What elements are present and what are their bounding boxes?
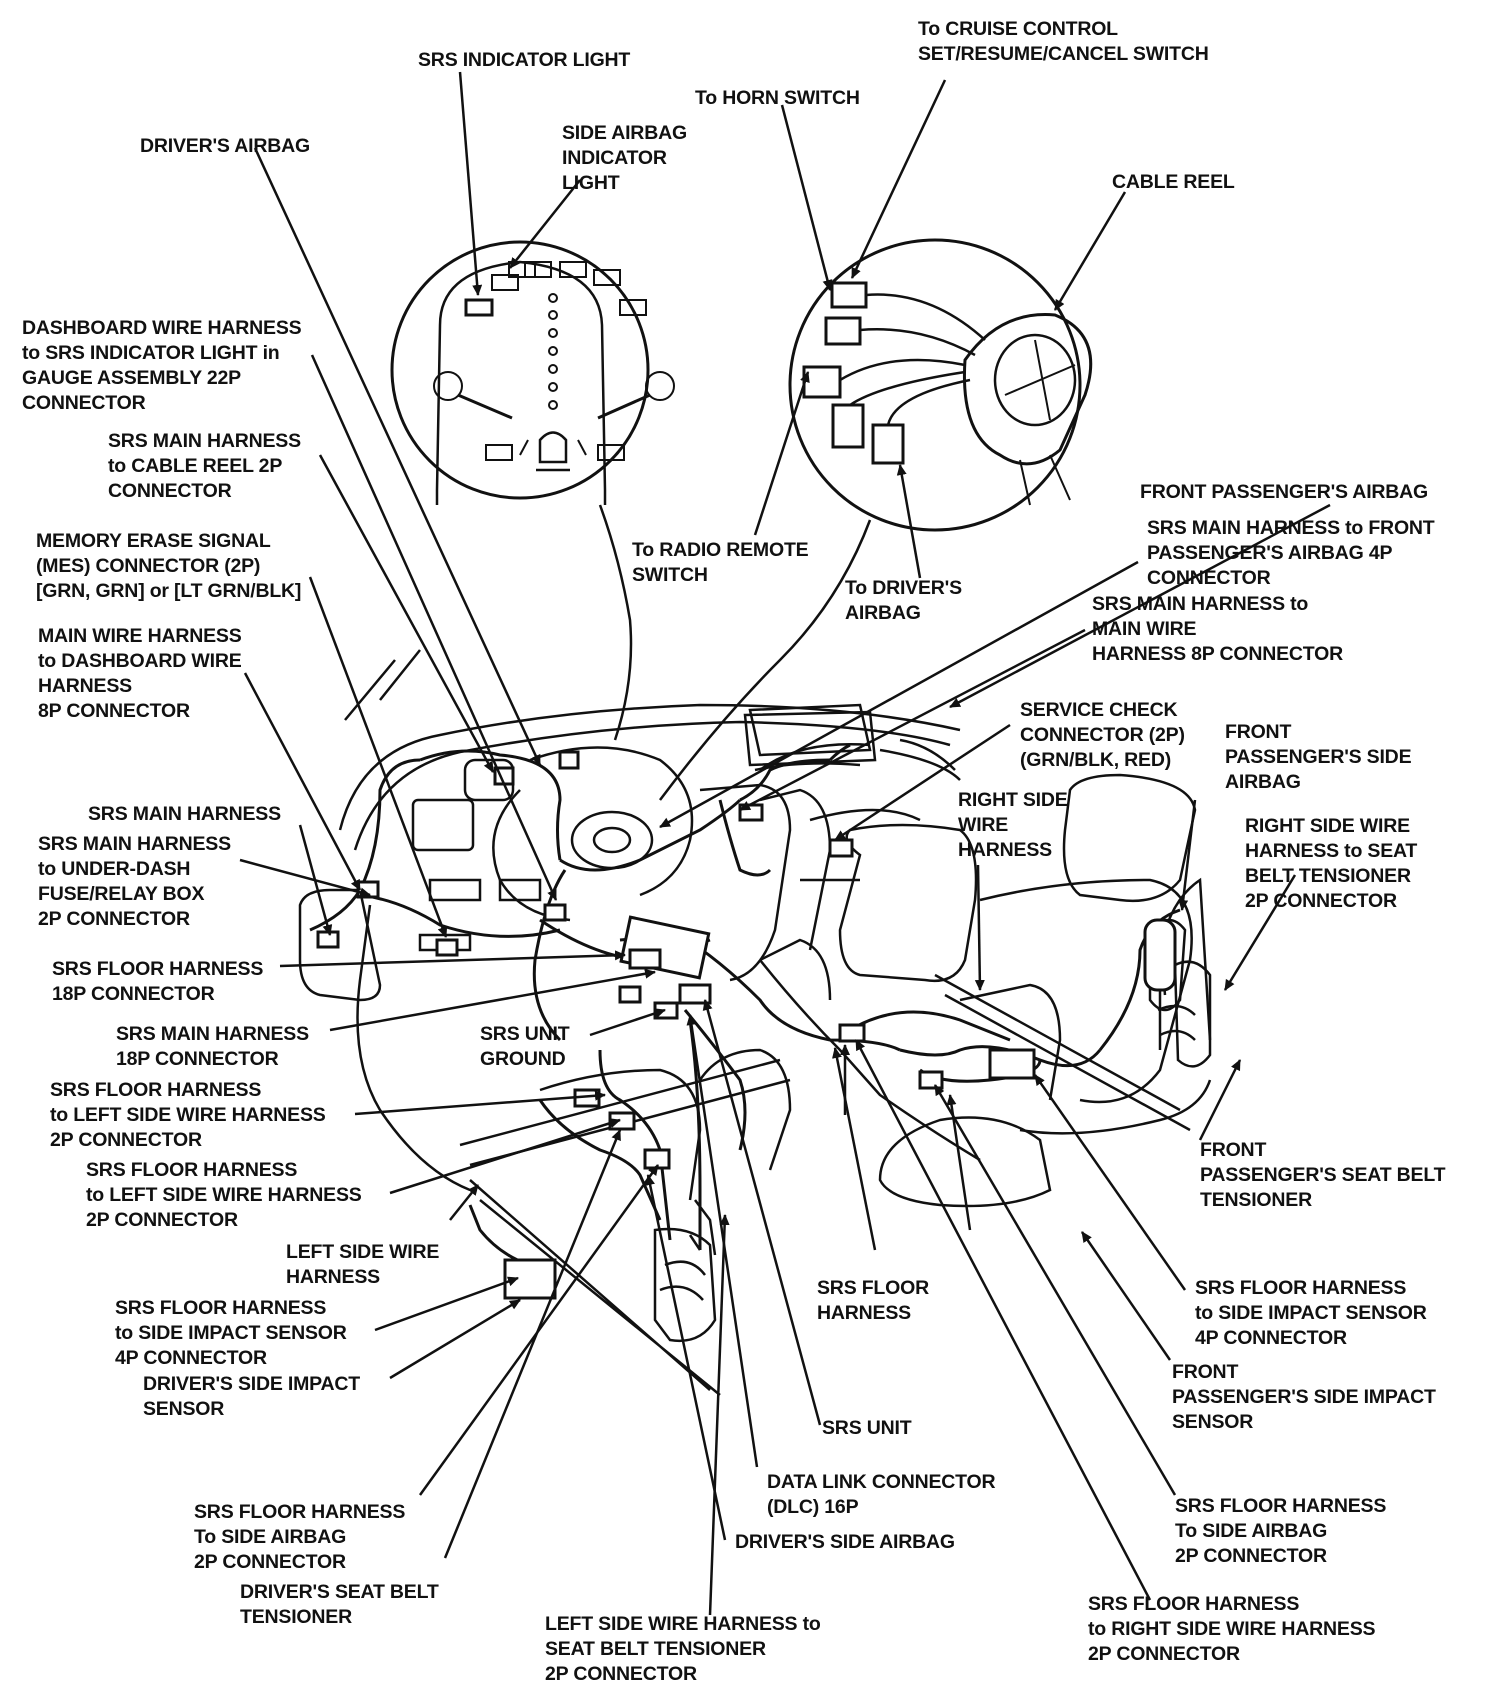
label-srs-floor-side-airbag-right: SRS FLOOR HARNESS To SIDE AIRBAG 2P CONN… <box>1175 1495 1387 1567</box>
label-to-drivers-airbag: To DRIVER'S AIRBAG <box>845 577 962 624</box>
gauge-cluster-inset <box>390 240 675 505</box>
label-srs-main-main-wire-8p: SRS MAIN HARNESS to MAIN WIRE HARNESS 8P… <box>1092 593 1343 665</box>
label-main-wire-dashboard-8p: MAIN WIRE HARNESS to DASHBOARD WIRE HARN… <box>38 625 242 722</box>
label-right-side-wire-harness: RIGHT SIDE WIRE HARNESS <box>958 789 1068 861</box>
label-front-passengers-airbag: FRONT PASSENGER'S AIRBAG <box>1140 481 1429 503</box>
label-side-airbag-indicator-light: SIDE AIRBAG INDICATOR LIGHT <box>562 122 687 194</box>
label-to-radio-remote-switch: To RADIO REMOTE SWITCH <box>632 539 809 586</box>
label-drivers-seat-belt-tensioner: DRIVER'S SEAT BELT TENSIONER <box>240 1581 439 1628</box>
label-service-check-connector: SERVICE CHECK CONNECTOR (2P) (GRN/BLK, R… <box>1020 699 1185 771</box>
label-srs-floor-side-impact-left: SRS FLOOR HARNESS to SIDE IMPACT SENSOR … <box>115 1297 347 1369</box>
label-srs-floor-side-airbag-left: SRS FLOOR HARNESS To SIDE AIRBAG 2P CONN… <box>194 1501 406 1573</box>
label-data-link-connector: DATA LINK CONNECTOR (DLC) 16P <box>767 1471 996 1518</box>
label-srs-unit: SRS UNIT <box>822 1417 912 1439</box>
label-front-passengers-seat-belt-tensioner: FRONT PASSENGER'S SEAT BELT TENSIONER <box>1200 1139 1446 1211</box>
label-left-side-wire-harness: LEFT SIDE WIRE HARNESS <box>286 1241 440 1288</box>
label-srs-floor-left-side-2: SRS FLOOR HARNESS to LEFT SIDE WIRE HARN… <box>86 1159 362 1231</box>
label-srs-floor-right-side-wire-harness: SRS FLOOR HARNESS to RIGHT SIDE WIRE HAR… <box>1088 1593 1376 1665</box>
label-srs-main-underdash: SRS MAIN HARNESS to UNDER-DASH FUSE/RELA… <box>38 833 231 930</box>
label-mes-connector: MEMORY ERASE SIGNAL (MES) CONNECTOR (2P)… <box>36 530 302 602</box>
label-cable-reel: CABLE REEL <box>1112 171 1235 193</box>
label-to-cruise-control: To CRUISE CONTROL SET/RESUME/CANCEL SWIT… <box>918 18 1209 65</box>
label-srs-main-front-passenger-4p: SRS MAIN HARNESS to FRONT PASSENGER'S AI… <box>1147 517 1435 589</box>
leader-lines <box>239 71 1331 1616</box>
label-dashboard-wire-harness: DASHBOARD WIRE HARNESS to SRS INDICATOR … <box>22 317 302 414</box>
label-srs-floor-side-impact-right: SRS FLOOR HARNESS to SIDE IMPACT SENSOR … <box>1195 1277 1427 1349</box>
label-srs-main-harness: SRS MAIN HARNESS <box>88 803 281 825</box>
label-right-side-seat-belt: RIGHT SIDE WIRE HARNESS to SEAT BELT TEN… <box>1245 815 1418 912</box>
label-drivers-side-impact-sensor: DRIVER'S SIDE IMPACT SENSOR <box>143 1373 360 1420</box>
label-front-passengers-side-airbag: FRONT PASSENGER'S SIDE AIRBAG <box>1225 721 1412 793</box>
label-srs-floor-left-side-1: SRS FLOOR HARNESS to LEFT SIDE WIRE HARN… <box>50 1079 326 1151</box>
label-srs-floor-18p: SRS FLOOR HARNESS 18P CONNECTOR <box>52 958 264 1005</box>
label-drivers-side-airbag: DRIVER'S SIDE AIRBAG <box>735 1531 955 1553</box>
srs-indicator-lamp <box>464 298 494 317</box>
label-to-horn-switch: To HORN SWITCH <box>695 87 860 109</box>
label-srs-unit-ground: SRS UNIT GROUND <box>480 1023 570 1070</box>
cable-reel-inset <box>788 238 1093 532</box>
dashboard-line-art <box>298 649 1212 1396</box>
label-front-passengers-side-impact-sensor: FRONT PASSENGER'S SIDE IMPACT SENSOR <box>1172 1361 1436 1433</box>
label-srs-main-18p: SRS MAIN HARNESS 18P CONNECTOR <box>116 1023 309 1070</box>
label-srs-floor-harness: SRS FLOOR HARNESS <box>817 1277 929 1324</box>
label-drivers-airbag: DRIVER'S AIRBAG <box>140 135 310 157</box>
label-srs-main-harness-cable-reel: SRS MAIN HARNESS to CABLE REEL 2P CONNEC… <box>108 430 301 502</box>
label-left-side-seat-belt-connector: LEFT SIDE WIRE HARNESS to SEAT BELT TENS… <box>545 1613 821 1685</box>
label-srs-indicator-light: SRS INDICATOR LIGHT <box>418 49 631 71</box>
